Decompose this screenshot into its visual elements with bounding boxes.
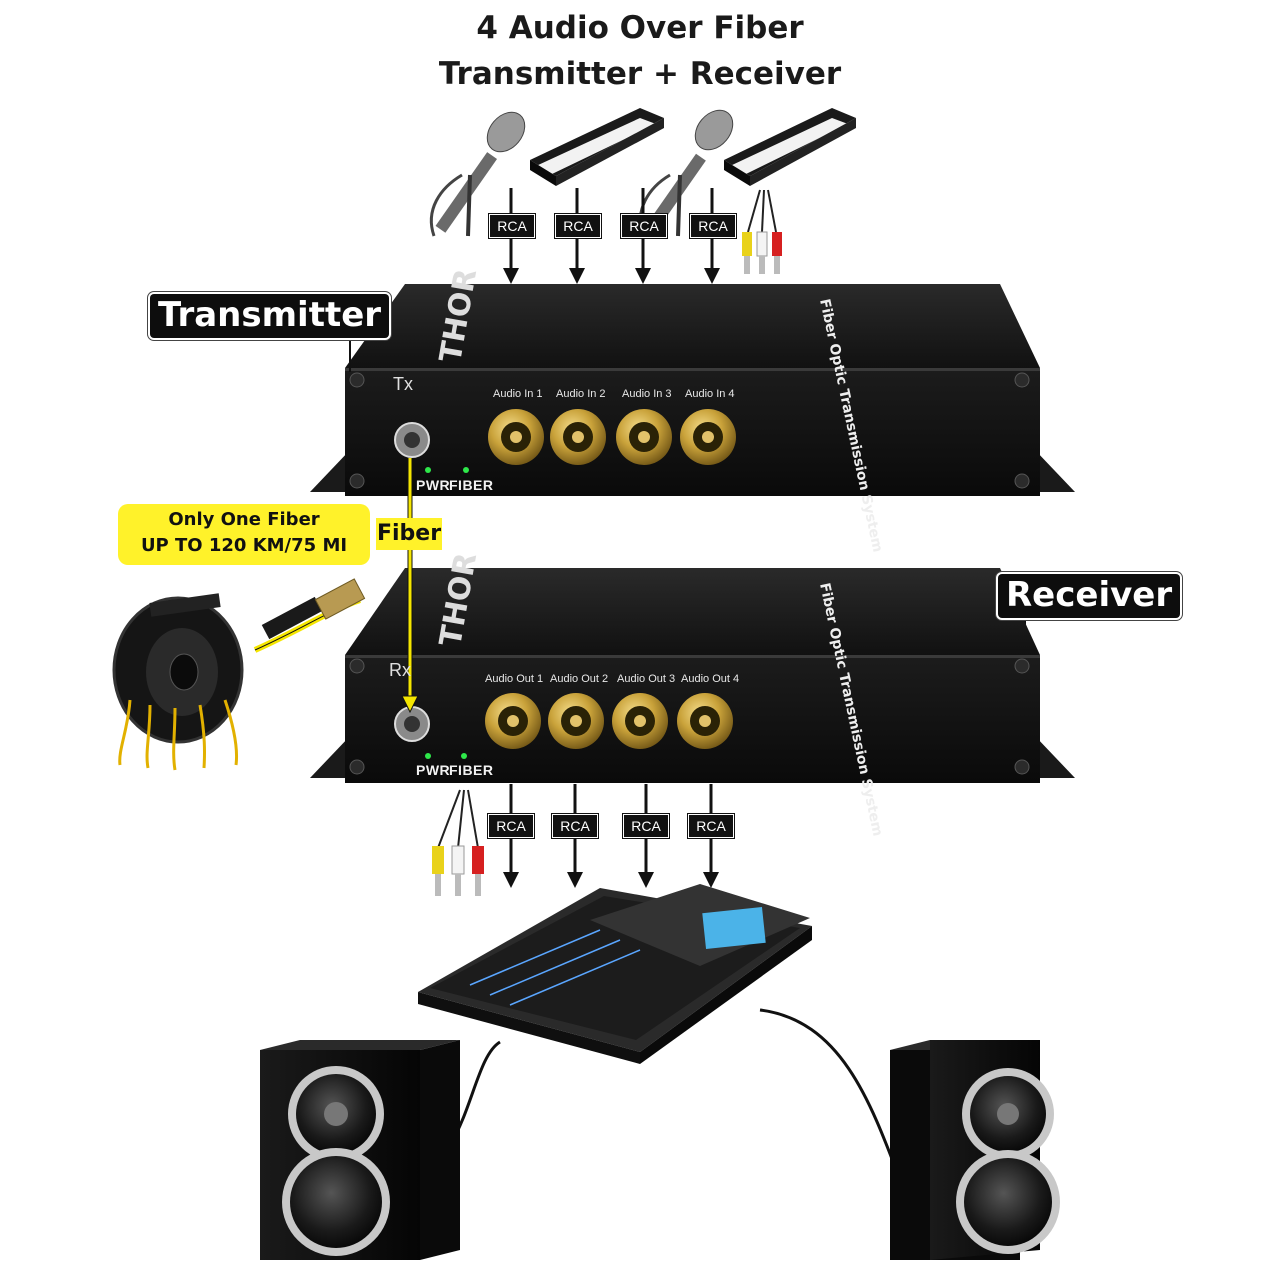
input-arrows xyxy=(503,188,720,284)
audio-out-4-label: Audio Out 4 xyxy=(681,673,740,685)
rca-label-in-1: RCA xyxy=(489,214,535,238)
rx-pwr-led-label: PWR xyxy=(416,762,451,778)
speaker-icon xyxy=(890,1040,1060,1260)
title-line-2: Transmitter + Receiver xyxy=(438,56,842,92)
rca-label-in-2: RCA xyxy=(555,214,601,238)
audio-out-3-label: Audio Out 3 xyxy=(617,673,676,685)
fiber-note-line-2: UP TO 120 KM/75 MI xyxy=(140,535,348,556)
audio-in-1-label: Audio In 1 xyxy=(493,388,543,400)
rx-fiber-led-label: FIBER xyxy=(449,762,494,778)
keyboard-icon xyxy=(530,108,664,186)
microphone-icon xyxy=(429,111,526,237)
fiber-label: Fiber xyxy=(376,518,442,550)
audio-in-4-label: Audio In 4 xyxy=(685,388,735,400)
rca-label-out-4: RCA xyxy=(688,814,734,838)
audio-in-3-label: Audio In 3 xyxy=(622,388,672,400)
audio-in-2-label: Audio In 2 xyxy=(556,388,606,400)
fiber-distance-note: Only One Fiber UP TO 120 KM/75 MI xyxy=(118,504,370,565)
rca-label-in-4: RCA xyxy=(690,214,736,238)
transmitter-tag: Transmitter xyxy=(150,294,390,338)
mixer-console-icon xyxy=(418,884,812,1064)
fiber-note-line-1: Only One Fiber xyxy=(168,509,320,530)
audio-out-2-label: Audio Out 2 xyxy=(550,673,609,685)
tx-port-label: Tx xyxy=(393,374,413,394)
microphone-icon xyxy=(638,109,734,237)
output-arrows xyxy=(503,784,719,888)
rx-port-label: Rx xyxy=(389,660,411,680)
transmitter-device: THOR Fiber Optic Transmission System xyxy=(310,266,1075,554)
keyboard-icon xyxy=(724,108,856,186)
title-line-1: 4 Audio Over Fiber xyxy=(476,10,804,46)
fiber-reel-icon xyxy=(112,578,366,771)
tx-fiber-led-label: FIBER xyxy=(449,477,494,493)
rca-label-out-2: RCA xyxy=(552,814,598,838)
rca-label-out-3: RCA xyxy=(623,814,669,838)
rca-cable-icon xyxy=(742,189,782,274)
tx-pwr-led-label: PWR xyxy=(416,477,451,493)
audio-out-1-label: Audio Out 1 xyxy=(485,673,544,685)
receiver-tag: Receiver xyxy=(998,574,1181,618)
rca-cable-icon xyxy=(432,789,484,896)
speaker-icon xyxy=(260,1040,460,1260)
receiver-device: THOR Fiber Optic Transmission System xyxy=(310,550,1075,838)
rca-label-in-3: RCA xyxy=(621,214,667,238)
rca-label-out-1: RCA xyxy=(488,814,534,838)
